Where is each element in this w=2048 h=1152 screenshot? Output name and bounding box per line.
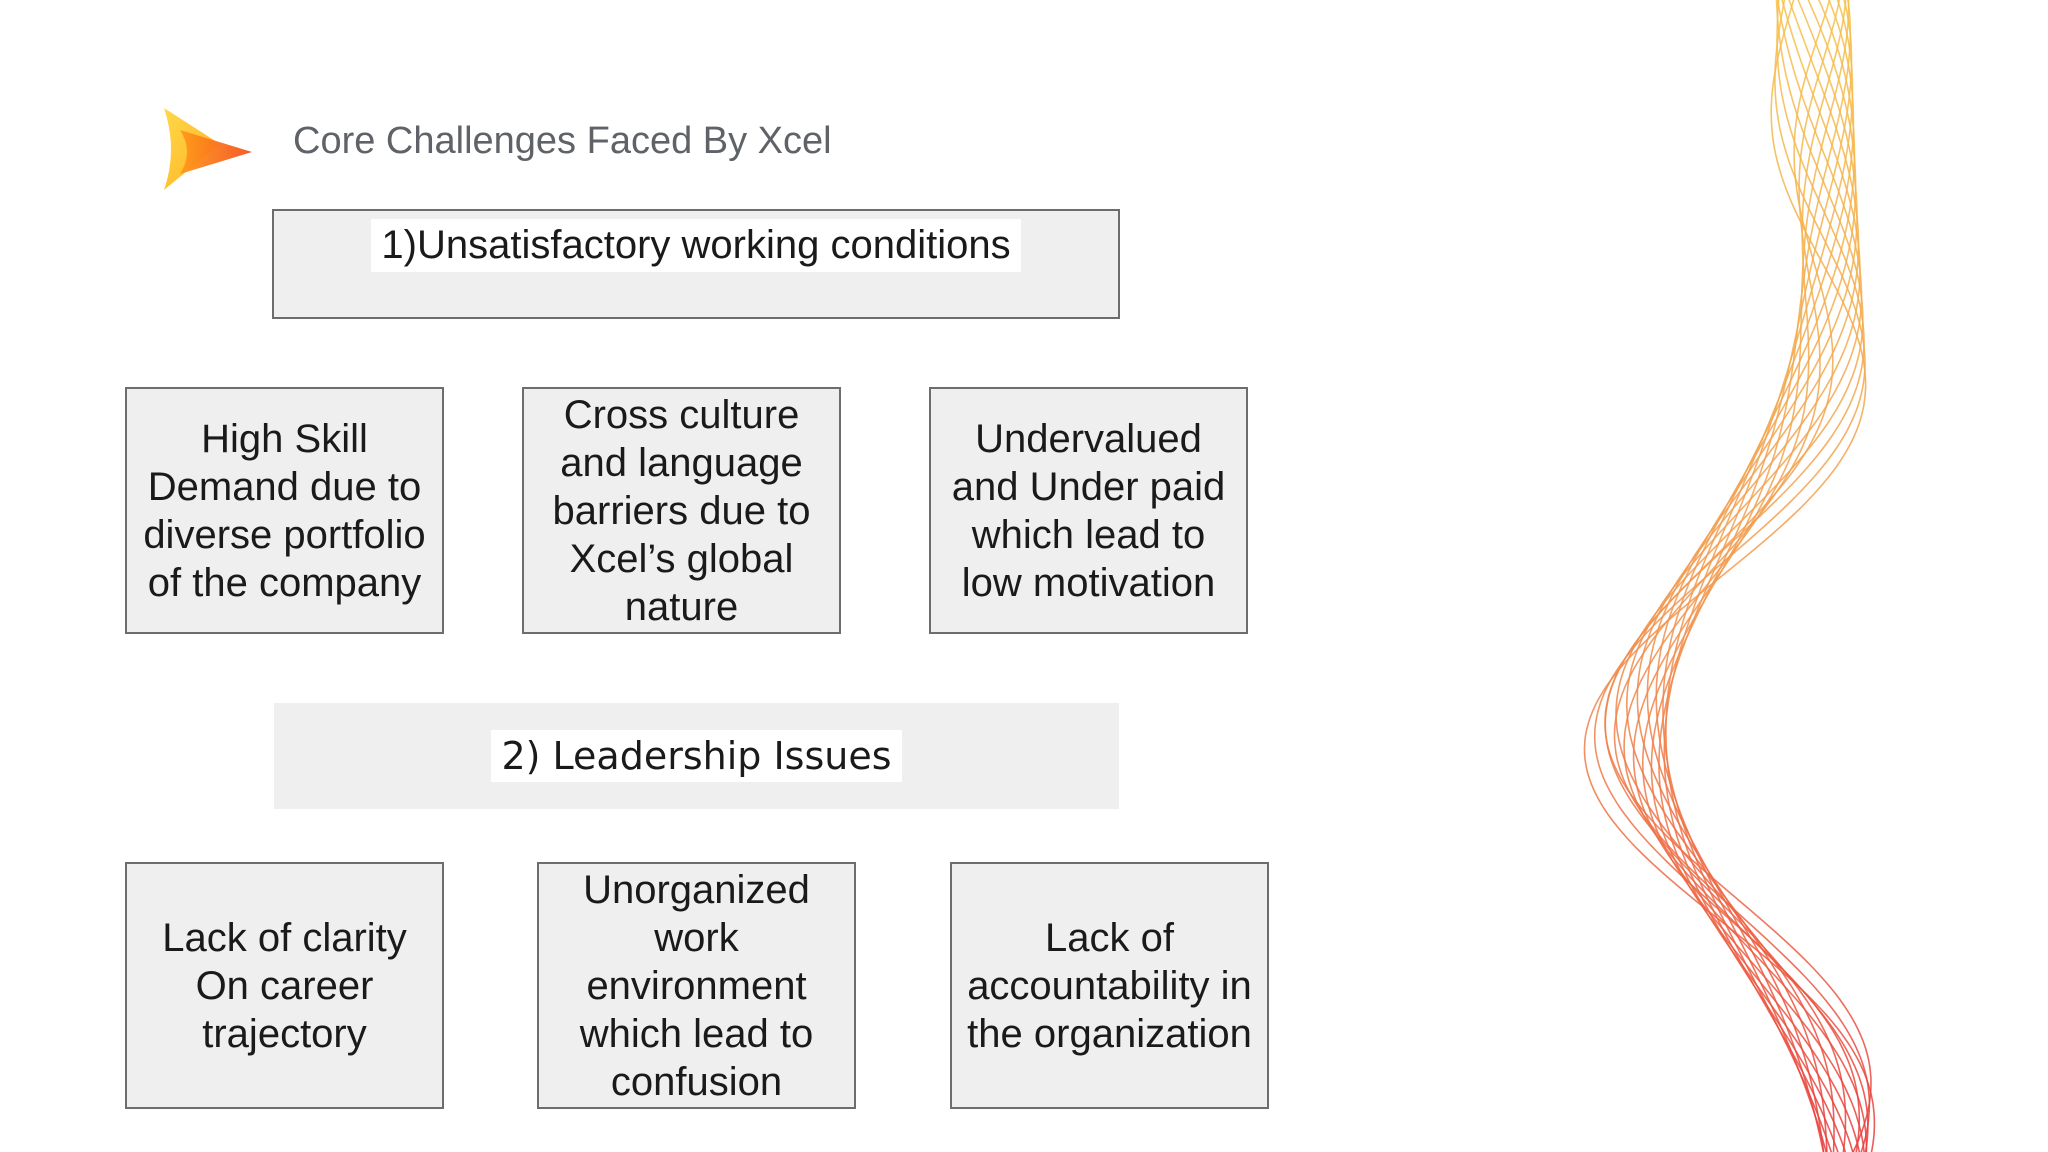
wave-line <box>1604 0 1872 1152</box>
wave-line <box>1632 0 1868 1152</box>
wave-line <box>1636 0 1861 1152</box>
wave-line <box>1658 0 1854 1152</box>
wave-line <box>1650 0 1861 1152</box>
section-2-card-1: Lack of clarity On career trajectory <box>125 862 444 1109</box>
section-1-header: 1)Unsatisfactory working conditions <box>272 209 1120 319</box>
decorative-wave-lines <box>1583 0 1876 1152</box>
wave-line <box>1663 0 1855 1152</box>
section-2-card-2: Unorganized work environment which lead … <box>537 862 856 1109</box>
section-1-card-1: High Skill Demand due to diverse portfol… <box>125 387 444 634</box>
wave-line <box>1613 0 1871 1152</box>
section-1-card-2: Cross culture and language barriers due … <box>522 387 841 634</box>
wave-line <box>1655 0 1858 1152</box>
wave-line <box>1662 0 1857 1152</box>
slide-title: Core Challenges Faced By Xcel <box>293 120 832 162</box>
play-arrow-logo-icon <box>164 108 252 190</box>
section-2-card-3: Lack of accountability in the organizati… <box>950 862 1269 1109</box>
wave-line <box>1646 0 1860 1152</box>
section-1-heading: 1)Unsatisfactory working conditions <box>371 219 1021 272</box>
section-2-heading: 2) Leadership Issues <box>491 730 902 782</box>
section-2-header: 2) Leadership Issues <box>274 703 1119 809</box>
section-1-card-3: Undervalued and Under paid which lead to… <box>929 387 1248 634</box>
wave-line <box>1625 0 1863 1152</box>
wave-line <box>1623 0 1869 1152</box>
wave-line <box>1615 0 1864 1152</box>
